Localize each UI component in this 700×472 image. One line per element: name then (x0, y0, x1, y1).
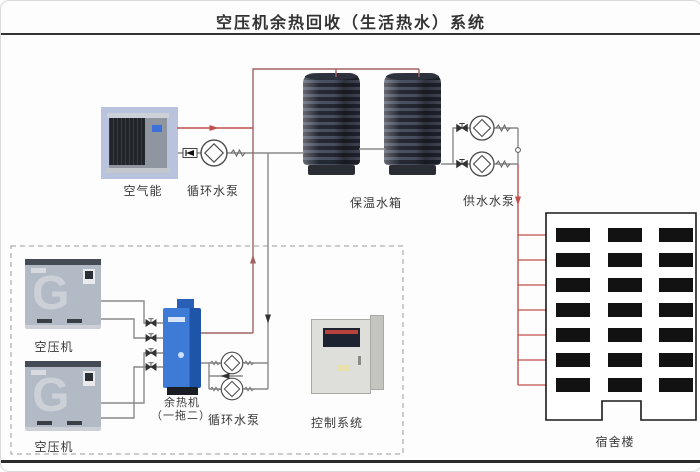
flex-connector-icon (495, 124, 511, 132)
floor-supply-stubs (518, 234, 546, 386)
dormitory-window (608, 378, 642, 392)
flow-arrow-down (515, 196, 521, 206)
control-cabinet-screen (323, 328, 360, 347)
dormitory-window (659, 378, 693, 392)
dormitory-window (556, 253, 590, 267)
check-valve-icon (182, 147, 198, 159)
compressor-2-image: G (25, 361, 101, 427)
circulation-pump-top-icon (200, 139, 228, 167)
storage-tank-2 (384, 73, 441, 165)
compressor-valve-icon (145, 318, 157, 327)
flow-arrow-down (265, 314, 271, 324)
dormitory-window (556, 303, 590, 317)
dormitory-window (556, 278, 590, 292)
dormitory-window (608, 328, 642, 342)
dormitory-window (556, 353, 590, 367)
dormitory-window (659, 353, 693, 367)
label-circulation-pump-top: 循环水泵 (186, 184, 240, 198)
dormitory-window (608, 353, 642, 367)
dormitory-window (556, 228, 590, 242)
compressor-2-logo: G (32, 369, 70, 422)
flex-connector-icon (244, 360, 254, 366)
flex-connector-icon (244, 386, 254, 392)
label-air-source-heat-pump: 空气能 (123, 184, 163, 198)
dormitory-window (659, 328, 693, 342)
dormitory-window (608, 228, 642, 242)
dormitory-window (608, 278, 642, 292)
flow-arrow-left (220, 373, 230, 379)
dormitory-window (608, 253, 642, 267)
flow-arrow-right (209, 125, 219, 131)
supply-pump-2-icon (469, 151, 495, 177)
dormitory-outline (545, 212, 697, 421)
label-control-system: 控制系统 (310, 416, 364, 430)
dormitory-window (659, 228, 693, 242)
control-cabinet-image (311, 319, 371, 394)
label-storage-tanks: 保温水箱 (349, 196, 403, 210)
circulation-pump-bottom-1-icon (220, 351, 244, 375)
compressor-valve-icon (145, 348, 157, 357)
heat-pump-grille (109, 117, 145, 165)
label-heat-recovery-unit-sub: （一拖二） (151, 410, 211, 422)
dormitory-window (608, 303, 642, 317)
dormitory-window (659, 253, 693, 267)
compressor-1-image: G (25, 259, 101, 325)
supply-valve-icon (456, 123, 468, 133)
flow-arrow-up (250, 254, 256, 264)
dormitory-windows (556, 228, 693, 392)
label-heat-recovery-unit: 余热机 (164, 397, 200, 409)
circulation-pump-bottom-2-icon (220, 377, 244, 401)
supply-pump-1-icon (469, 115, 495, 141)
supply-valve-icon (456, 159, 468, 169)
label-circulation-pumps-bottom: 循环水泵 (207, 413, 261, 427)
heat-recovery-unit-image (163, 308, 201, 388)
label-supply-pumps: 供水水泵 (462, 194, 516, 208)
air-source-heat-pump-image (101, 107, 178, 179)
flex-connector-icon (210, 360, 220, 366)
flex-connector-icon (495, 160, 511, 168)
flex-connector-icon (230, 149, 246, 157)
page-title: 空压机余热回收（生活热水）系统 (215, 15, 486, 32)
compressor-valve-icon (145, 362, 157, 371)
label-dormitory: 宿舍楼 (595, 435, 635, 449)
label-compressor-2: 空压机 (34, 440, 74, 454)
dormitory-window (556, 328, 590, 342)
compressor-valve-icon (145, 333, 157, 342)
storage-tank-1 (303, 73, 360, 165)
dormitory-window (659, 303, 693, 317)
vent-fitting-icon (515, 147, 521, 153)
dormitory-window (556, 378, 590, 392)
dormitory-window (659, 278, 693, 292)
bottom-divider (1, 460, 700, 463)
label-compressor-1: 空压机 (34, 340, 74, 354)
flex-connector-icon (210, 386, 220, 392)
title-divider (1, 33, 700, 35)
compressor-1-logo: G (32, 267, 70, 320)
